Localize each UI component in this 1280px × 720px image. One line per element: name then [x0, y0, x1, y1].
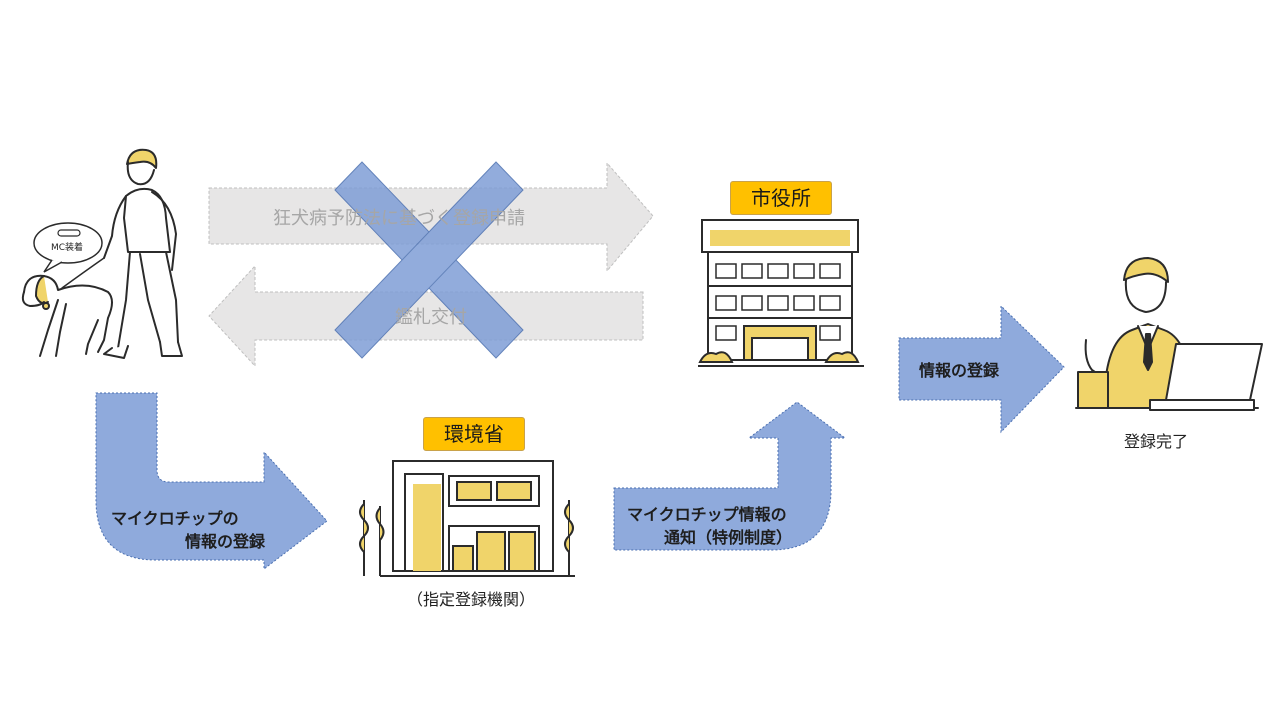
- cross-out-mark: [334, 161, 524, 359]
- arrow-owner-to-ministry: [95, 392, 328, 571]
- arrow-ministry-to-city: [613, 401, 847, 551]
- city-to-complete-label: 情報の登録: [919, 361, 1000, 380]
- speech-bubble: [33, 222, 103, 273]
- ministry-building: [359, 460, 575, 577]
- office-worker-illustration: [1075, 257, 1263, 411]
- old-tag-arrow-label: 鑑札交付: [395, 307, 467, 328]
- city-office-label: 市役所: [730, 181, 832, 215]
- ministry-to-city-label-line2: 通知（特例制度）: [664, 528, 793, 547]
- old-tag-arrow: [208, 264, 644, 368]
- arrow-city-to-complete: [898, 304, 1065, 434]
- ministry-to-city-label-line1: マイクロチップ情報の: [627, 505, 787, 524]
- ministry-caption: （指定登録機関）: [407, 590, 536, 609]
- owner-to-ministry-label-line1: マイクロチップの: [111, 509, 239, 528]
- speech-bubble-text: MC装着: [51, 243, 84, 253]
- dog-walker-illustration: [21, 148, 183, 359]
- old-registration-arrow-label: 狂犬病予防法に基づく登録申請: [273, 208, 525, 229]
- completion-caption: 登録完了: [1124, 432, 1189, 451]
- city-office-building: [698, 219, 864, 367]
- owner-to-ministry-label-line2: 情報の登録: [185, 532, 266, 551]
- ministry-label: 環境省: [423, 417, 525, 451]
- old-registration-arrow: [208, 161, 654, 273]
